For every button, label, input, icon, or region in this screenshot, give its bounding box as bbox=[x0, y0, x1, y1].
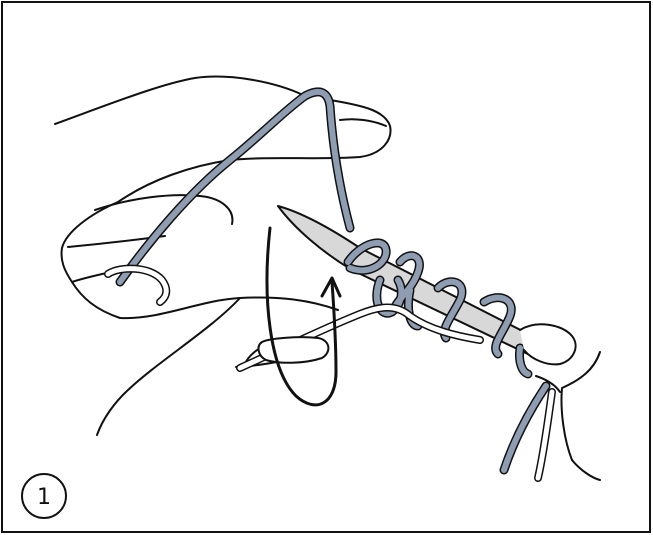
step-badge: 1 bbox=[22, 474, 66, 518]
step-number: 1 bbox=[37, 485, 51, 510]
thumb bbox=[259, 337, 329, 363]
